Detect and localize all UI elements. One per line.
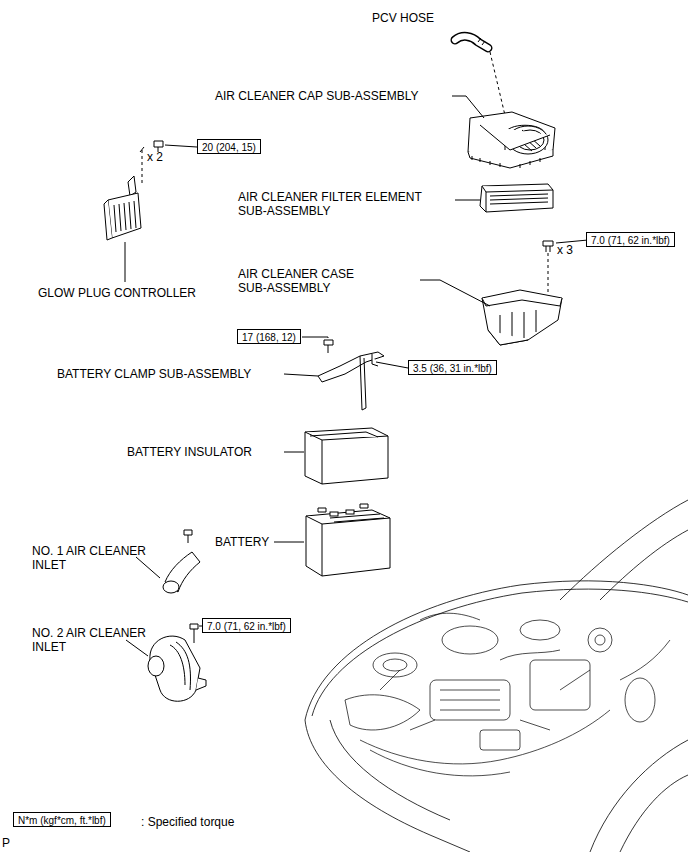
- leader-line: [455, 200, 480, 201]
- part-name: AIR CLEANER FILTER ELEMENT SUB-ASSEMBLY: [238, 190, 422, 218]
- battery-insulator: [305, 428, 388, 484]
- part-name: BATTERY: [215, 535, 269, 549]
- part-name: AIR CLEANER CASE SUB-ASSEMBLY: [238, 267, 373, 295]
- torque-box: 7.0 (71, 62 in.*lbf): [586, 232, 675, 247]
- quantity-note: x 3: [557, 243, 573, 257]
- battery-clamp: [318, 340, 384, 410]
- part-name: PCV HOSE: [372, 11, 434, 25]
- air-cleaner-inlet: [163, 530, 200, 593]
- part-name: BATTERY CLAMP SUB-ASSEMBLY: [57, 367, 251, 381]
- part-name: NO. 2 AIR CLEANER INLET: [32, 626, 157, 654]
- leader-line: [556, 240, 588, 243]
- figure-code: P: [2, 836, 10, 850]
- part-name: NO. 1 AIR CLEANER INLET: [32, 544, 146, 572]
- filter-element: [480, 184, 553, 212]
- torque-box: 17 (168, 12): [237, 329, 301, 344]
- torque-value: 17 (168, 12): [242, 332, 296, 343]
- part-name: BATTERY: [215, 535, 269, 549]
- part-name: GLOW PLUG CONTROLLER: [38, 286, 196, 300]
- leader-line: [274, 542, 304, 543]
- part-name: AIR CLEANER CASE SUB-ASSEMBLY: [238, 267, 354, 295]
- torque-box: 7.0 (71, 62 in.*lbf): [202, 618, 291, 633]
- battery: [306, 504, 390, 576]
- torque-value: 3.5 (36, 31 in.*lbf): [413, 363, 492, 374]
- torque-value: 20 (204, 15): [202, 142, 256, 153]
- leader-line: [376, 362, 408, 368]
- glow-plug-controller: [104, 141, 163, 240]
- engine-bay: [345, 613, 670, 776]
- leader-line: [420, 280, 490, 306]
- leader-line: [136, 557, 160, 578]
- part-name: BATTERY INSULATOR: [127, 445, 252, 459]
- legend-note: : Specified torque: [141, 815, 234, 829]
- part-name: AIR CLEANER FILTER ELEMENT SUB-ASSEMBLY: [238, 190, 443, 218]
- torque-box: 20 (204, 15): [197, 139, 261, 154]
- torque-value: 7.0 (71, 62 in.*lbf): [207, 621, 286, 632]
- part-name: BATTERY INSULATOR: [127, 445, 252, 459]
- part-name: NO. 1 AIR CLEANER INLET: [32, 544, 157, 572]
- quantity-note: x 2: [147, 150, 163, 164]
- quantity-note: x 2: [147, 150, 163, 164]
- vehicle-outline: [305, 500, 688, 852]
- leader-line: [284, 452, 304, 453]
- bolt: [543, 241, 553, 292]
- air-cleaner-case: [482, 290, 562, 345]
- leader-line: [125, 242, 126, 282]
- figure-code: P: [2, 836, 10, 850]
- air-cleaner-cap: [468, 112, 555, 168]
- part-name: PCV HOSE: [372, 11, 434, 25]
- legend-note: : Specified torque: [141, 815, 234, 829]
- torque-value: N*m (kgf*cm, ft.*lbf): [18, 815, 106, 826]
- part-name: BATTERY CLAMP SUB-ASSEMBLY: [57, 367, 251, 381]
- part-name: AIR CLEANER CAP SUB-ASSEMBLY: [215, 89, 419, 103]
- air-cleaner-inlet: [148, 624, 206, 701]
- leader-line: [126, 640, 148, 656]
- torque-value: 7.0 (71, 62 in.*lbf): [591, 235, 670, 246]
- torque-box: 3.5 (36, 31 in.*lbf): [408, 360, 497, 375]
- part-name: AIR CLEANER CAP SUB-ASSEMBLY: [215, 89, 419, 103]
- legend-box: N*m (kgf*cm, ft.*lbf): [13, 812, 111, 827]
- leader-line: [452, 96, 484, 118]
- quantity-note: x 3: [557, 243, 573, 257]
- leader-line: [302, 337, 328, 338]
- leader-line: [165, 145, 197, 147]
- leader-line: [284, 374, 318, 376]
- part-name: NO. 2 AIR CLEANER INLET: [32, 626, 146, 654]
- part-name: GLOW PLUG CONTROLLER: [38, 286, 196, 300]
